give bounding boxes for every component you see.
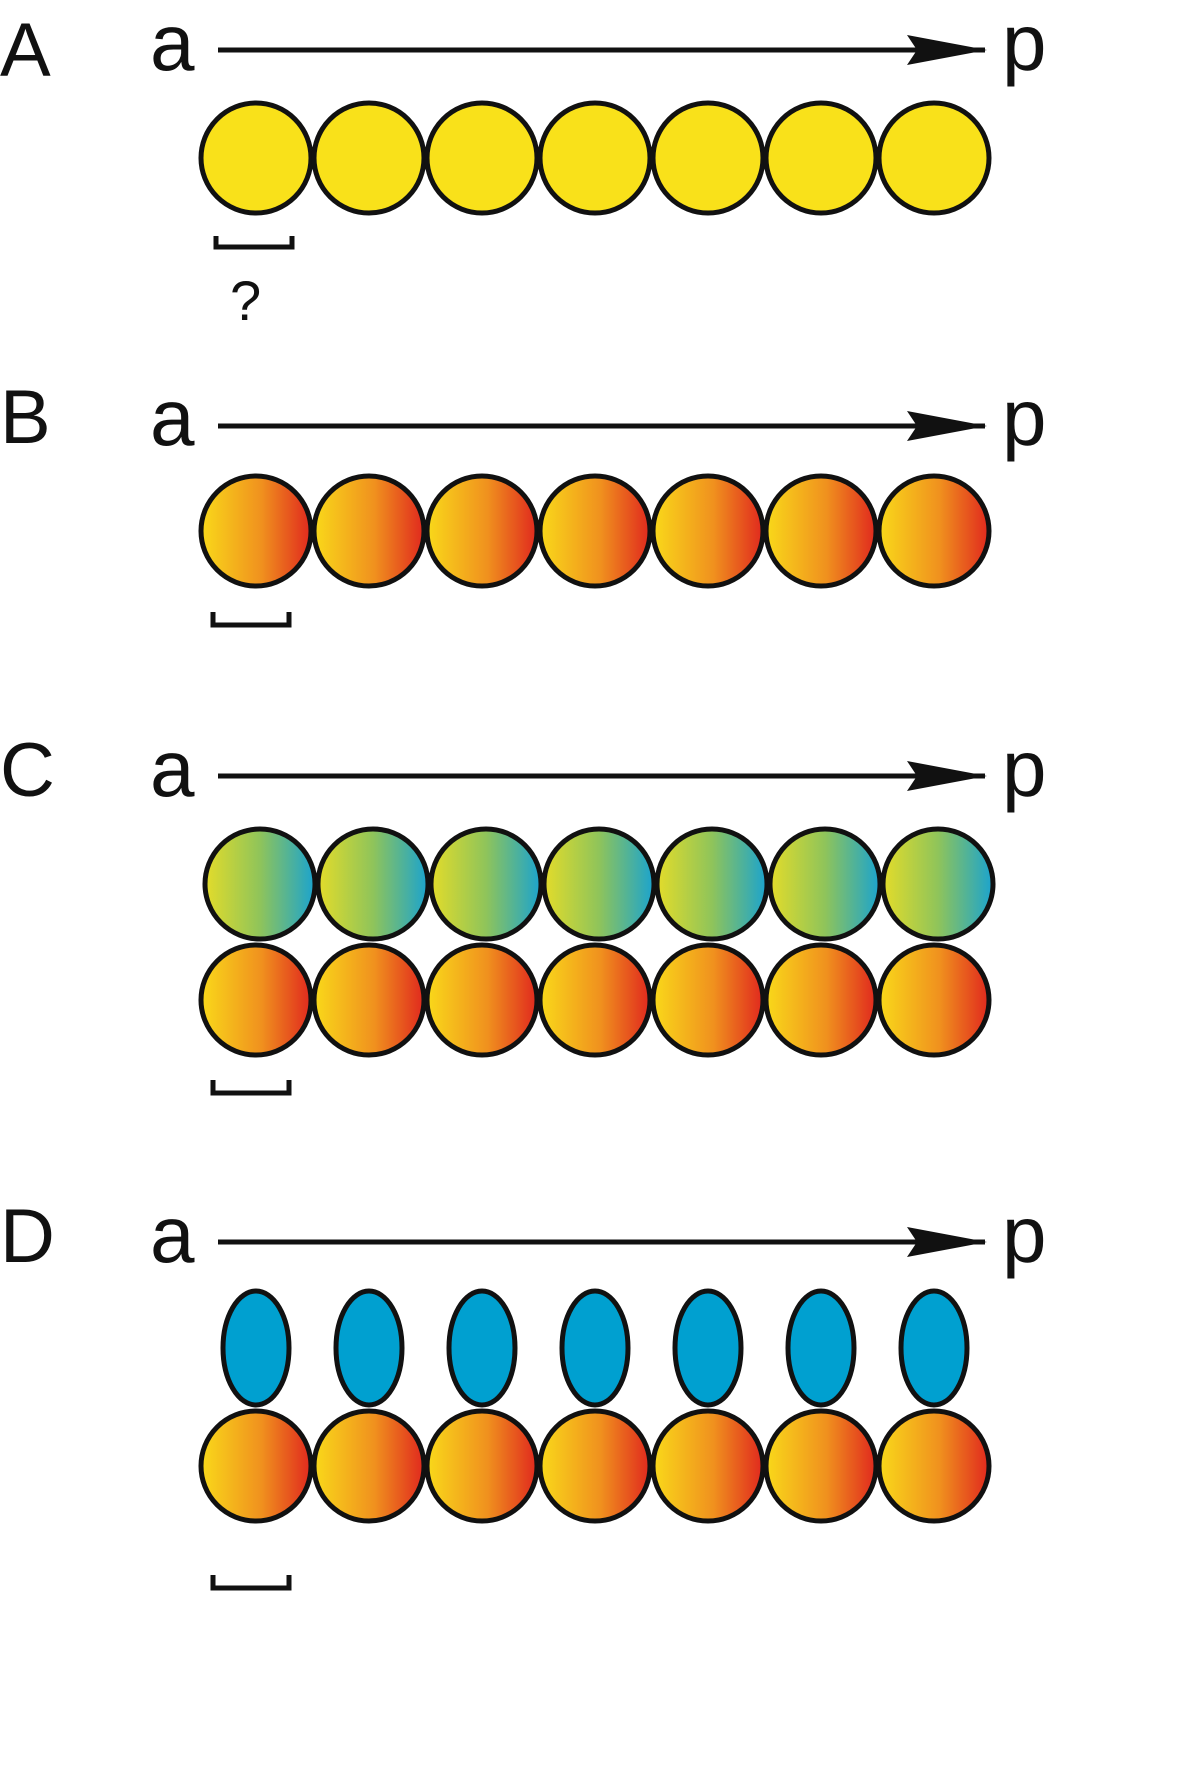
cell-circle [763,942,879,1058]
posterior-label: p [1002,1190,1047,1279]
posterior-label: p [1002,0,1047,87]
cell-circle [198,1408,314,1524]
cell-circle [876,100,992,216]
anterior-label: a [150,1190,195,1279]
blue-oval [333,1288,405,1408]
cell-circle [202,826,318,942]
blue-oval [446,1288,518,1408]
cell-circle [424,1408,540,1524]
panel-label: B [0,375,51,460]
panel-label: D [0,1194,55,1279]
cell-circle [537,473,653,589]
cell-circle [650,100,766,216]
oval-row-blue [220,1288,970,1408]
posterior-label: p [1002,373,1047,462]
cell-circle [880,826,996,942]
cell-circle [763,473,879,589]
cell-circle [198,100,314,216]
anterior-label: a [150,724,195,813]
cell-circle [424,473,540,589]
blue-oval [220,1288,292,1408]
cell-row-yellow [198,100,992,216]
question-mark: ? [230,269,261,332]
cell-circle [650,1408,766,1524]
cell-circle [876,942,992,1058]
cell-circle [767,826,883,942]
unit-bracket [210,1575,292,1591]
posterior-label: p [1002,724,1047,813]
cell-circle [311,1408,427,1524]
cell-circle [198,473,314,589]
cell-circle [537,1408,653,1524]
cell-row-yellow-red [198,942,992,1058]
cell-circle [424,100,540,216]
cell-circle [311,100,427,216]
cell-circle [654,826,770,942]
anterior-label: a [150,0,195,87]
blue-oval [672,1288,744,1408]
cell-circle [650,942,766,1058]
panel-a: A a p ? [0,0,1047,332]
unit-bracket [210,612,292,628]
cell-circle [541,826,657,942]
cell-circle [763,1408,879,1524]
cell-circle [876,473,992,589]
unit-bracket [213,236,295,250]
cell-circle [311,473,427,589]
cell-row-yellow-red [198,473,992,589]
panel-d: D a p [0,1190,1047,1591]
blue-oval [559,1288,631,1408]
cell-circle [650,473,766,589]
cell-circle [763,100,879,216]
panel-c: C a p [0,724,1047,1096]
panel-b: B a p [0,373,1047,628]
panel-label: A [0,8,51,93]
blue-oval [898,1288,970,1408]
cell-circle [424,942,540,1058]
cell-circle [537,942,653,1058]
cell-circle [537,100,653,216]
blue-oval [785,1288,857,1408]
unit-bracket [210,1080,292,1096]
cell-circle [315,826,431,942]
cell-circle [876,1408,992,1524]
anterior-label: a [150,373,195,462]
cell-circle [311,942,427,1058]
cell-row-yellow-red [198,1408,992,1524]
cell-circle [428,826,544,942]
cell-circle [198,942,314,1058]
panel-label: C [0,728,55,813]
cell-row-yellow-blue [202,826,996,942]
